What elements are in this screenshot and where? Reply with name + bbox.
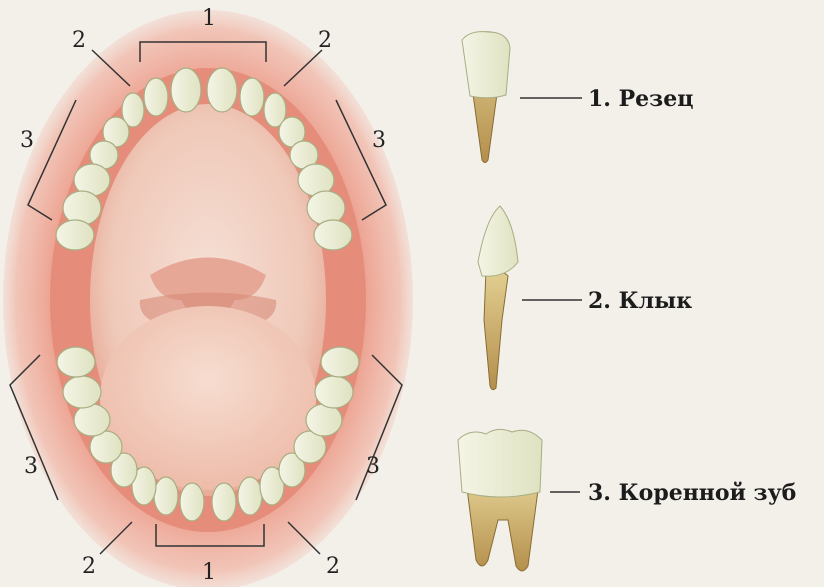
incisor-tooth xyxy=(462,32,510,163)
upper-left-molar-label: 3 xyxy=(20,128,34,153)
lower-left-canine-label: 2 xyxy=(82,554,96,579)
upper-right-canine-label: 2 xyxy=(318,28,332,53)
incisor-caption: 1. Резец xyxy=(588,86,693,112)
molar-tooth xyxy=(458,429,542,571)
lower-left-molar-label: 3 xyxy=(24,454,38,479)
upper-incisor-label: 1 xyxy=(202,6,216,31)
lower-right-canine-label: 2 xyxy=(326,554,340,579)
lower-right-molar-label: 3 xyxy=(366,454,380,479)
lower-incisor-label: 1 xyxy=(202,560,216,585)
canine-caption: 2. Клык xyxy=(588,288,692,314)
canine-tooth xyxy=(478,206,518,390)
upper-left-canine-label: 2 xyxy=(72,28,86,53)
molar-caption: 3. Коренной зуб xyxy=(588,480,796,506)
upper-right-molar-label: 3 xyxy=(372,128,386,153)
